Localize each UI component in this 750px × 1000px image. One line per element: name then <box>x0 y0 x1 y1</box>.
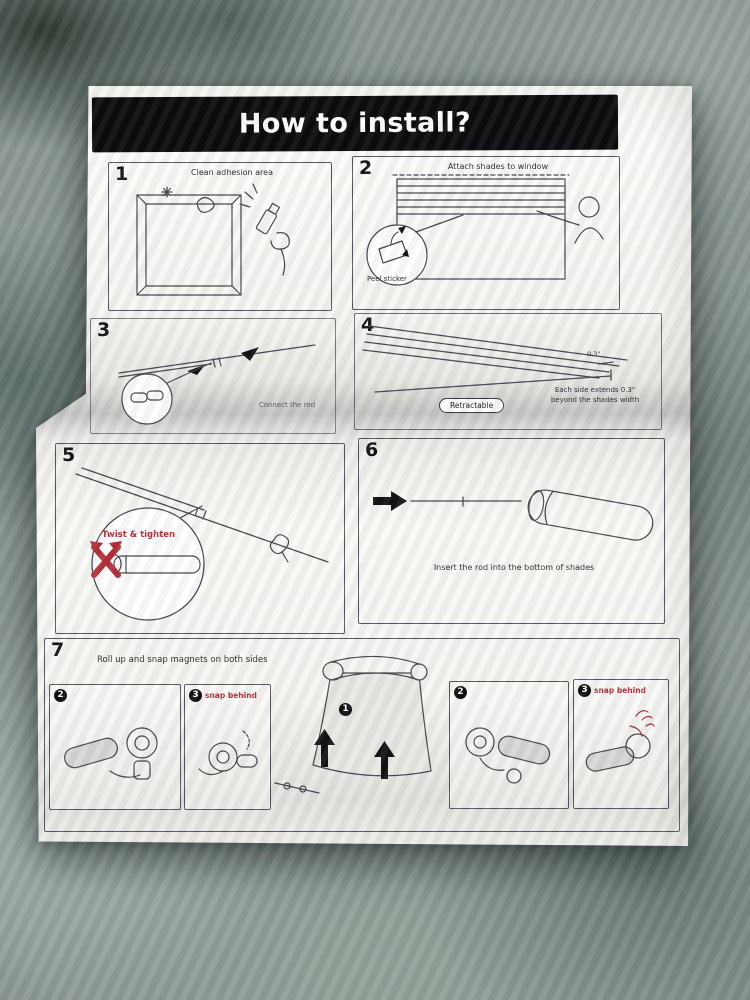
retractable-tag: Retractable <box>439 398 505 413</box>
up-arrow-icon <box>314 729 335 767</box>
step-1-caption: Clean adhesion area <box>191 168 273 177</box>
step-6-number: 6 <box>365 439 379 461</box>
step-5-number: 5 <box>62 444 76 466</box>
snap-behind-label: snap behind <box>205 691 257 700</box>
snap-hand-illustration <box>585 710 655 772</box>
rolled-shade-illustration <box>274 655 432 794</box>
step-badge: 1 <box>339 703 352 716</box>
hand-icon <box>269 534 290 563</box>
step-2-caption: Attach shades to window <box>447 162 549 171</box>
cloth-icon <box>196 197 215 213</box>
step-3-number: 3 <box>97 319 111 341</box>
step-badge: 2 <box>454 686 467 699</box>
snap-behind-label: snap behind <box>594 686 646 695</box>
step-badge: 2 <box>54 689 67 702</box>
window-frame-icon <box>136 194 242 296</box>
shade-slats-icon <box>362 325 628 379</box>
page-title: How to install? <box>238 107 472 140</box>
header-bar: How to install? <box>91 94 619 153</box>
extend-note-line2: beyond the shades width <box>550 395 640 404</box>
magnet-parts-panel-right: 2 <box>449 681 569 809</box>
dimension-label: 0.3" <box>587 350 601 358</box>
dimension-marker <box>598 361 614 365</box>
step-badge: 3 <box>578 684 591 697</box>
paper-edge-shading <box>650 86 692 846</box>
magnet-parts-panel-left: 2 <box>49 684 181 810</box>
rod-icon <box>410 496 522 507</box>
step-1-number: 1 <box>115 163 129 185</box>
snap-hook-illustration <box>198 730 258 776</box>
rolled-shade-illustration-wrap: 1 <box>273 643 451 827</box>
twist-tighten-label: Twist & tighten <box>102 530 176 540</box>
step-badge: 3 <box>189 689 202 702</box>
connect-rod-label: Connect the rod <box>258 401 316 409</box>
connect-rod-illustration <box>118 344 316 425</box>
step-2-number: 2 <box>359 157 373 179</box>
twist-arrows-icon <box>90 541 122 578</box>
step-7-number: 7 <box>51 639 65 661</box>
spray-hand-icon <box>239 183 290 276</box>
retractable-rod-illustration <box>362 325 628 393</box>
extend-note-line1: Each side extends 0.3" <box>554 386 636 394</box>
rod-icon <box>118 344 316 378</box>
snap-behind-panel-left: 3 snap behind <box>184 684 271 810</box>
magnet-hook-illustration <box>64 727 158 780</box>
pleated-shade-icon <box>396 185 566 215</box>
insert-arrow-icon <box>373 491 407 511</box>
step-5-box: 5 <box>55 443 345 634</box>
snap-behind-panel-right: 3 snap behind <box>573 679 669 809</box>
step-4-box: 4 0.3" Retractable Each side extends 0.3… <box>354 313 662 430</box>
step-6-caption: Insert the rod into the bottom of shades <box>433 563 595 572</box>
rod-with-hooks-icon <box>274 782 320 794</box>
step-1-box: 1 Clean adhesion area <box>108 162 332 311</box>
peel-sticker-label: Peel sticker <box>367 275 407 283</box>
magnet-hook-illustration <box>465 727 551 784</box>
step-2-box: 2 Attach shades to window <box>352 156 620 310</box>
arrow-left-icon <box>241 347 259 361</box>
step-4-number: 4 <box>361 314 375 336</box>
attach-shades-illustration <box>366 174 604 286</box>
step-3-box: 3 Connect the rod <box>90 318 336 434</box>
roll-top-icon <box>322 655 428 681</box>
rod-icon <box>374 369 612 393</box>
up-arrow-icon <box>374 741 395 779</box>
instruction-sheet: How to install? 1 Clean adhesion area <box>36 86 692 846</box>
clean-window-illustration <box>136 183 290 296</box>
person-icon <box>536 196 604 244</box>
shade-bottom-tube-icon <box>527 489 654 541</box>
twist-callout-icon <box>91 505 205 621</box>
twist-tighten-illustration <box>75 467 329 621</box>
sparkle-icon <box>161 186 173 198</box>
step-7-box: 7 Roll up and snap magnets on both sides… <box>44 638 680 832</box>
peel-sticker-callout-icon <box>366 214 464 286</box>
instruction-sheet-wrap: How to install? 1 Clean adhesion area <box>36 86 692 846</box>
step-6-box: 6 Insert the rod into the bottom of shad… <box>358 438 665 624</box>
magnifier-callout-icon <box>121 362 212 425</box>
extend-note: Each side extends 0.3" beyond the shades… <box>531 386 659 406</box>
hand-press-icon <box>629 710 655 737</box>
insert-rod-illustration <box>373 489 654 541</box>
step-7-caption: Roll up and snap magnets on both sides <box>97 655 268 665</box>
